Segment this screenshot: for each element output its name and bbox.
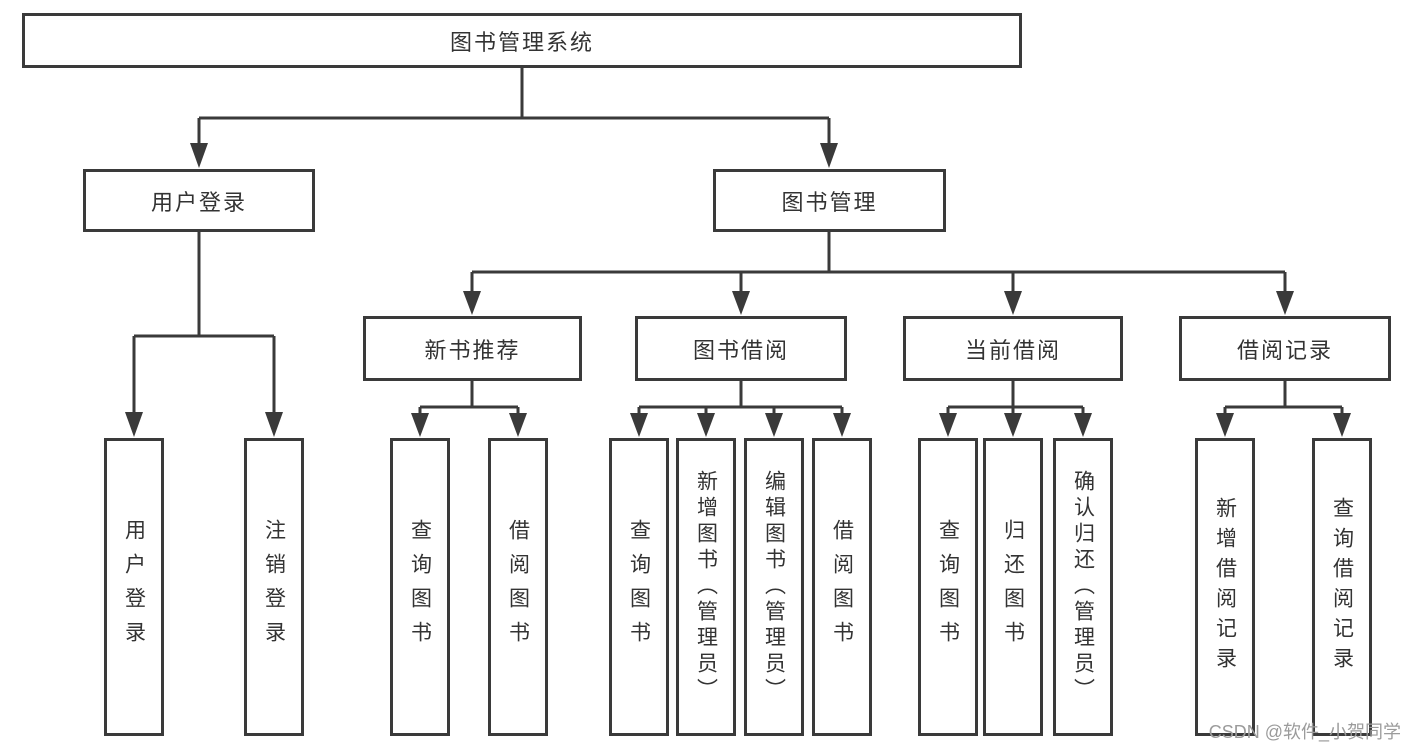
leaf-user-login: 用户登录 xyxy=(104,438,164,736)
leaf-add-borrow-record: 新增借阅记录 xyxy=(1195,438,1255,736)
node-root: 图书管理系统 xyxy=(22,13,1022,68)
node-user-login: 用户登录 xyxy=(83,169,315,232)
node-borrow-record-label: 借阅记录 xyxy=(1236,337,1333,363)
leaf-logout: 注销登录 xyxy=(244,438,304,736)
node-user-login-label: 用户登录 xyxy=(150,189,247,215)
node-book-borrow-label: 图书借阅 xyxy=(692,337,789,363)
node-book-management: 图书管理 xyxy=(713,169,946,232)
leaf-return-book: 归还图书 xyxy=(983,438,1043,736)
leaf-borrow-book: 借阅图书 xyxy=(812,438,872,736)
node-root-label: 图书管理系统 xyxy=(449,29,594,55)
leaf-current-query-book-label: 查询图书 xyxy=(936,519,960,655)
leaf-recommend-query-book: 查询图书 xyxy=(390,438,450,736)
node-new-book-recommend-label: 新书推荐 xyxy=(424,337,521,363)
leaf-confirm-return-admin: 确认归还（管理员） xyxy=(1053,438,1113,736)
leaf-borrow-query-book-label: 查询图书 xyxy=(627,519,651,655)
node-borrow-record: 借阅记录 xyxy=(1179,316,1391,381)
leaf-edit-book-admin: 编辑图书（管理员） xyxy=(744,438,804,736)
node-book-management-label: 图书管理 xyxy=(781,189,878,215)
leaf-edit-book-admin-label: 编辑图书（管理员） xyxy=(762,470,786,704)
leaf-recommend-borrow-book: 借阅图书 xyxy=(488,438,548,736)
leaf-current-query-book: 查询图书 xyxy=(918,438,978,736)
leaf-borrow-book-label: 借阅图书 xyxy=(830,519,854,655)
leaf-add-book-admin: 新增图书（管理员） xyxy=(676,438,736,736)
leaf-confirm-return-admin-label: 确认归还（管理员） xyxy=(1071,470,1095,704)
leaf-logout-label: 注销登录 xyxy=(262,519,286,655)
leaf-user-login-label: 用户登录 xyxy=(122,519,146,655)
leaf-add-borrow-record-label: 新增借阅记录 xyxy=(1213,497,1237,677)
leaf-query-borrow-record-label: 查询借阅记录 xyxy=(1330,497,1354,677)
node-current-borrow: 当前借阅 xyxy=(903,316,1123,381)
leaf-return-book-label: 归还图书 xyxy=(1001,519,1025,655)
node-current-borrow-label: 当前借阅 xyxy=(964,337,1061,363)
watermark: CSDN @软件_小贺同学 xyxy=(1208,722,1401,742)
leaf-query-borrow-record: 查询借阅记录 xyxy=(1312,438,1372,736)
leaf-add-book-admin-label: 新增图书（管理员） xyxy=(694,470,718,704)
node-new-book-recommend: 新书推荐 xyxy=(363,316,582,381)
leaf-recommend-borrow-book-label: 借阅图书 xyxy=(506,519,530,655)
node-book-borrow: 图书借阅 xyxy=(635,316,847,381)
leaf-recommend-query-book-label: 查询图书 xyxy=(408,519,432,655)
leaf-borrow-query-book: 查询图书 xyxy=(609,438,669,736)
